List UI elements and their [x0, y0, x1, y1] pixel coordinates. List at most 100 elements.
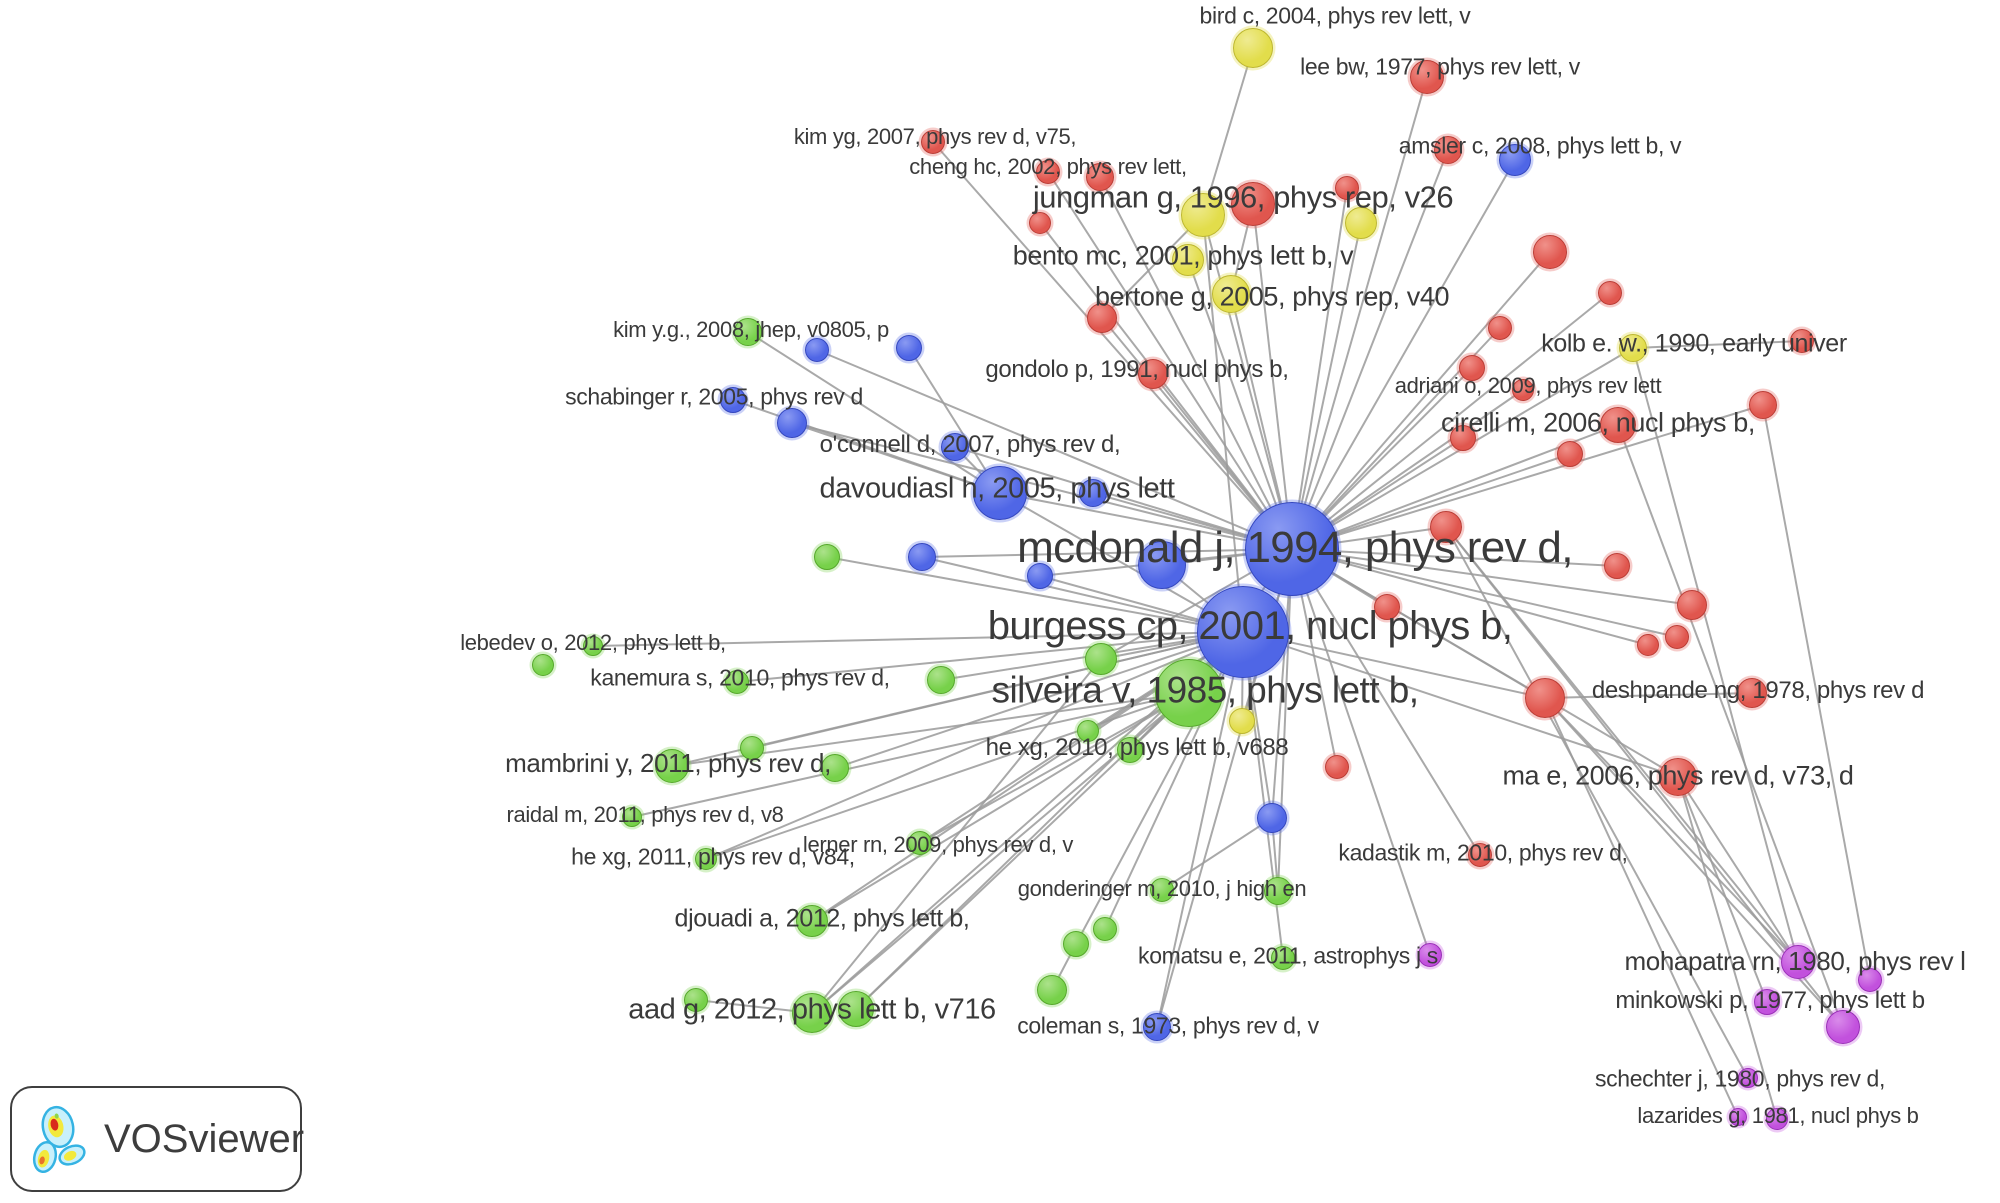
node-g_m2[interactable] [1085, 643, 1117, 675]
node-b_schab2[interactable] [777, 408, 807, 438]
node-r_jleft[interactable] [1029, 212, 1051, 234]
node-silveira[interactable] [1155, 659, 1223, 727]
node-g_k2[interactable] [1093, 917, 1117, 941]
node-r_e4[interactable] [1749, 391, 1777, 419]
node-jungman_r[interactable] [1231, 182, 1275, 226]
node-kadastik[interactable] [1468, 843, 1492, 867]
node-coleman[interactable] [1143, 1013, 1171, 1041]
edge-bento-mcdonald [1187, 259, 1293, 550]
node-y_silveira[interactable] [1229, 708, 1255, 734]
node-g_leb2[interactable] [532, 654, 554, 676]
node-r_mid1[interactable] [1459, 355, 1485, 381]
node-g_gond2[interactable] [1264, 877, 1292, 905]
node-r_ne2[interactable] [1598, 281, 1622, 305]
node-cirelli[interactable] [1600, 407, 1636, 443]
node-r_ne3[interactable] [1488, 316, 1512, 340]
node-r_ne1[interactable] [1533, 235, 1567, 269]
node-amsler_b[interactable] [1499, 144, 1531, 176]
node-aad3[interactable] [838, 991, 874, 1027]
node-schabinger[interactable] [720, 387, 746, 413]
node-p_laz1[interactable] [1729, 1108, 1747, 1126]
edge-djouadi-silveira [811, 692, 1190, 922]
node-b_med[interactable] [1138, 541, 1186, 589]
node-aad1[interactable] [684, 988, 708, 1012]
edge-r_e6-mcdonald [1291, 548, 1678, 638]
node-gonderinger[interactable] [1150, 878, 1174, 902]
node-g_kim[interactable] [734, 318, 762, 346]
node-r_e5[interactable] [1677, 590, 1707, 620]
label-g_he2: he xg, 2010, phys lett b, v688 [985, 734, 1289, 761]
node-mambrini[interactable] [655, 749, 689, 783]
node-p_min1[interactable] [1754, 989, 1780, 1015]
node-jungman_y[interactable] [1181, 193, 1225, 237]
node-r_e2[interactable] [1374, 594, 1400, 620]
node-bird[interactable] [1233, 28, 1273, 68]
node-r_e6[interactable] [1665, 625, 1689, 649]
node-lerner[interactable] [908, 831, 932, 855]
node-y_right[interactable] [1345, 207, 1377, 239]
node-cheng_a[interactable] [1036, 160, 1060, 184]
node-r_hub1[interactable] [1087, 303, 1117, 333]
edge-jungman_y-burgess [1202, 214, 1244, 633]
edge-b_kim-davoudiasl [908, 347, 1001, 494]
node-r_e7[interactable] [1637, 634, 1659, 656]
node-b_dav2[interactable] [1079, 479, 1107, 507]
node-r_amsler2[interactable] [1335, 176, 1359, 200]
node-oconnell[interactable] [941, 433, 969, 461]
node-p_min2[interactable] [1826, 1010, 1860, 1044]
edge-b_l1-burgess [921, 556, 1244, 633]
node-lee[interactable] [1410, 60, 1444, 94]
node-g_kom[interactable] [1271, 946, 1295, 970]
node-mohapatra[interactable] [1781, 945, 1815, 979]
edge-r_e3-mcdonald [1291, 548, 1618, 567]
node-adriani[interactable] [1512, 379, 1534, 401]
node-g_mam3[interactable] [821, 754, 849, 782]
node-b_kim2[interactable] [805, 338, 829, 362]
node-kolb[interactable] [1619, 334, 1647, 362]
node-b_l2[interactable] [1027, 563, 1053, 589]
edge-b_kim2-mcdonald [816, 349, 1293, 550]
node-djouadi[interactable] [796, 905, 828, 937]
node-p_kom[interactable] [1418, 943, 1442, 967]
node-bertone_y[interactable] [1212, 275, 1250, 313]
node-bento[interactable] [1172, 244, 1204, 276]
label-bird: bird c, 2004, phys rev lett, v [1199, 2, 1471, 29]
node-r_far[interactable] [1790, 329, 1814, 353]
node-gondolo[interactable] [1138, 359, 1168, 389]
node-schechter[interactable] [1738, 1068, 1758, 1088]
node-deshpande[interactable] [1525, 678, 1565, 718]
node-g_k1[interactable] [1063, 931, 1089, 957]
node-r_mid2[interactable] [1450, 425, 1476, 451]
node-hexg11[interactable] [695, 848, 717, 870]
node-p_laz2[interactable] [1766, 1108, 1788, 1130]
node-r_e1[interactable] [1430, 511, 1462, 543]
node-deshpande2[interactable] [1737, 678, 1767, 708]
node-raidal[interactable] [622, 807, 642, 827]
node-r_e3[interactable] [1604, 553, 1630, 579]
node-g_he1[interactable] [1077, 720, 1099, 742]
edge-lebedev-burgess [592, 631, 1244, 647]
node-r_y[interactable] [1325, 755, 1349, 779]
node-kanemura[interactable] [725, 670, 749, 694]
node-r_mid3[interactable] [1557, 441, 1583, 467]
node-kimyg[interactable] [921, 130, 945, 154]
node-b_down[interactable] [1257, 803, 1287, 833]
vosviewer-logo[interactable]: VOSviewer [10, 1086, 304, 1192]
edge-coleman-burgess [1156, 631, 1244, 1028]
node-g_mam2[interactable] [740, 736, 764, 760]
node-g_m1[interactable] [927, 666, 955, 694]
node-davoudiasl[interactable] [973, 466, 1027, 520]
node-ma_e[interactable] [1659, 758, 1697, 796]
node-g_l1[interactable] [814, 544, 840, 570]
node-burgess[interactable] [1197, 586, 1289, 678]
node-p_moh2[interactable] [1858, 968, 1882, 992]
node-g_he2[interactable] [1117, 737, 1143, 763]
node-mcdonald[interactable] [1245, 502, 1339, 596]
node-b_l1[interactable] [908, 543, 936, 571]
node-aad2[interactable] [792, 993, 832, 1033]
node-b_kim[interactable] [896, 335, 922, 361]
node-g_b1[interactable] [1037, 975, 1067, 1005]
node-cheng_b[interactable] [1086, 163, 1114, 191]
node-lebedev[interactable] [583, 636, 603, 656]
node-amsler_r[interactable] [1434, 136, 1462, 164]
